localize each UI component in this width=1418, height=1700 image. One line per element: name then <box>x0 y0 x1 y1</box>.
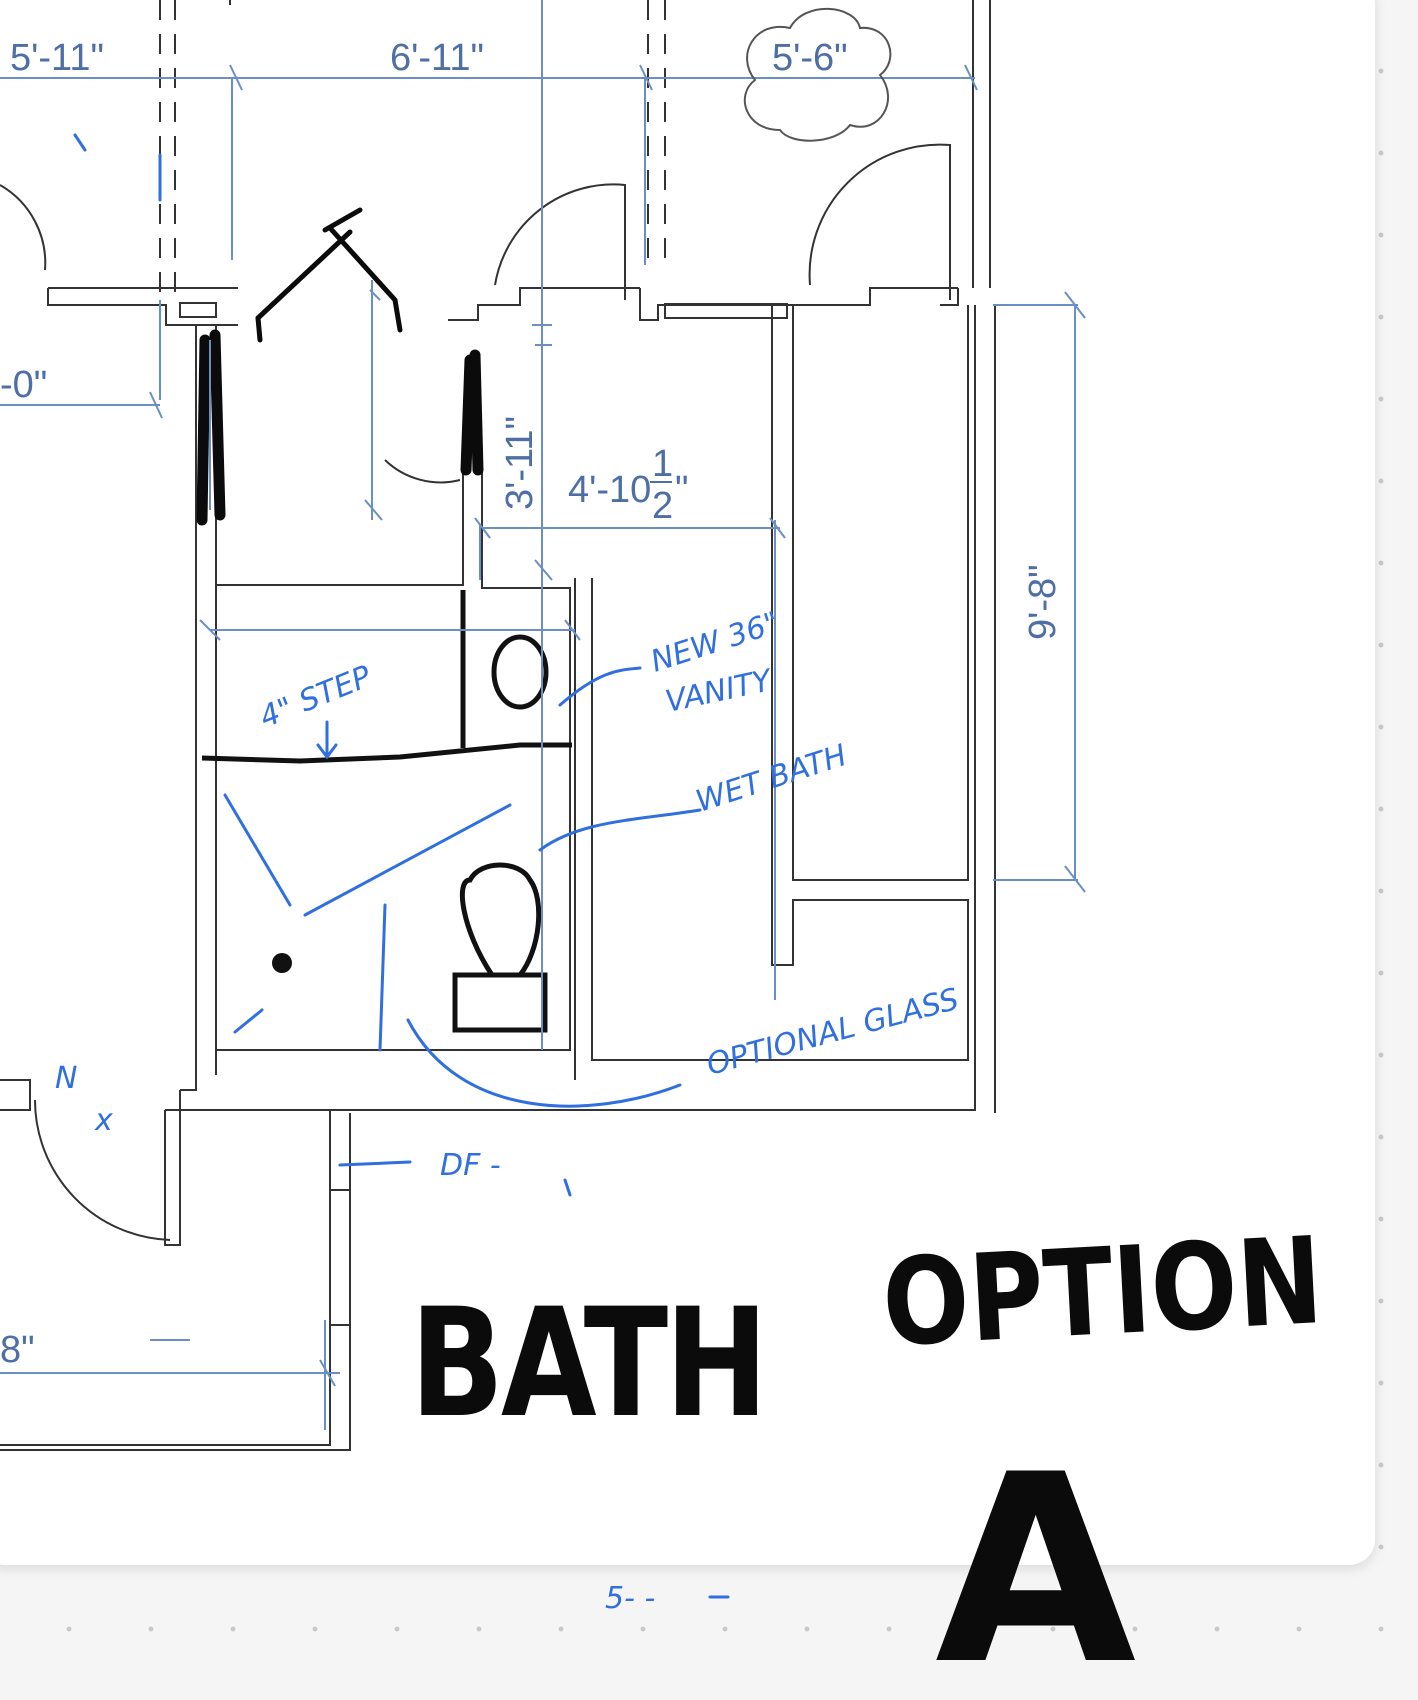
title-bath: BATH <box>410 1277 765 1451</box>
svg-text:4'-10: 4'-10 <box>568 469 651 511</box>
note-door-fragment: DF - <box>440 1148 501 1183</box>
dim-top-left: 5'-11" <box>10 37 104 79</box>
svg-text:2: 2 <box>652 485 673 527</box>
dimension-lines <box>0 0 1086 1430</box>
dim-left-bottom: 8" <box>0 1329 35 1371</box>
title-option: OPTION <box>879 1212 1326 1374</box>
dim-vertical-closet: 3'-11" <box>499 416 541 510</box>
cloud-symbol <box>743 7 892 142</box>
floor-plan-walls <box>0 0 996 1451</box>
blue-ink-strokes <box>73 133 730 1599</box>
note-left-fragment1: N <box>55 1061 77 1096</box>
drain-dot <box>272 953 292 973</box>
note-bottom-fragment: 5- - <box>605 1581 655 1616</box>
title-letter-a: A <box>935 1420 1138 1700</box>
fixtures <box>452 590 549 1033</box>
dim-top-right: 5'-6" <box>772 37 848 79</box>
dim-horizontal-hall: 4'-10 1 2 " <box>568 443 689 527</box>
dim-top-mid: 6'-11" <box>390 37 484 79</box>
door-markers <box>196 329 484 526</box>
door-swings <box>0 143 951 1241</box>
svg-text:1: 1 <box>652 443 673 485</box>
step-line <box>201 742 572 764</box>
paper-sheet <box>0 0 1375 1565</box>
note-left-fragment2: x <box>94 1103 113 1138</box>
dim-left-mid: -0" <box>0 364 47 406</box>
dim-vertical-right: 9'-8" <box>1022 564 1064 640</box>
svg-text:": " <box>675 469 689 511</box>
door-sketch <box>255 207 403 343</box>
